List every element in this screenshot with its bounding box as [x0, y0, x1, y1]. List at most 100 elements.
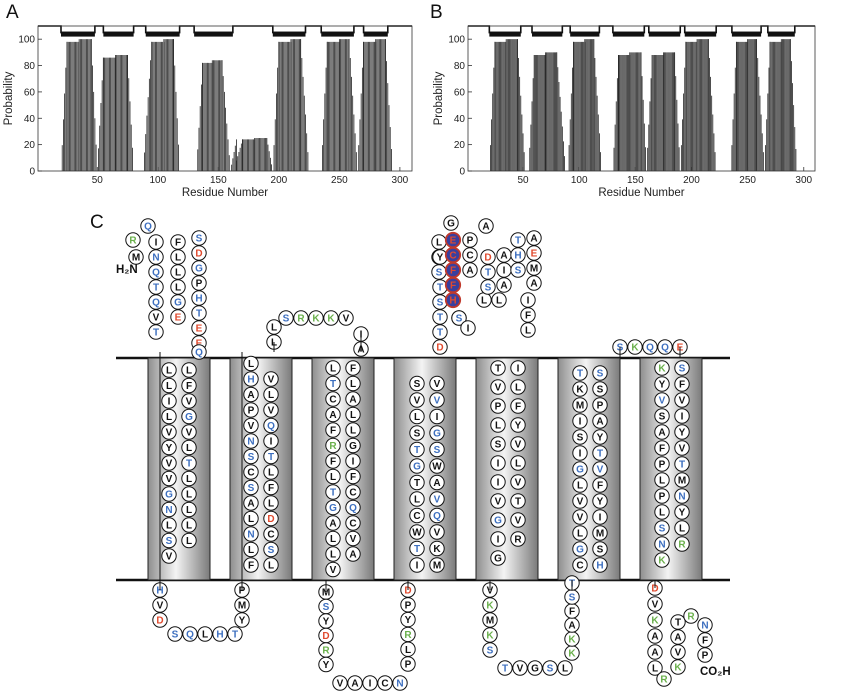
- residue-circle: [243, 526, 259, 542]
- residue: A: [670, 629, 686, 645]
- residue-circle: [181, 393, 197, 409]
- residue: L: [647, 660, 663, 676]
- residue-letter: V: [268, 406, 275, 417]
- residue-letter: D: [484, 253, 491, 264]
- residue-circle: [140, 218, 156, 234]
- residue-circle: [308, 310, 324, 326]
- residue-letter: F: [569, 607, 575, 618]
- residue-letter: P: [196, 279, 203, 290]
- residue: K: [647, 612, 663, 628]
- residue-circle: [674, 408, 690, 424]
- residue: L: [510, 455, 526, 471]
- residue: L: [263, 386, 279, 403]
- residue-circle: [345, 468, 361, 485]
- residue: S: [592, 381, 608, 397]
- residue-letter: K: [651, 616, 659, 627]
- residue-circle: [572, 541, 588, 557]
- helix-cylinder-5: [475, 357, 539, 581]
- residue: V: [647, 596, 663, 612]
- residue-letter: S: [485, 283, 492, 294]
- residue-letter: S: [437, 298, 444, 309]
- residue-letter: S: [456, 314, 463, 325]
- residue: K: [670, 659, 686, 675]
- panel-label-b: B: [430, 2, 443, 23]
- residue-letter: V: [487, 586, 494, 597]
- residue-circle: [409, 540, 425, 557]
- residue-circle: [572, 429, 588, 445]
- residue-letter: T: [414, 445, 420, 456]
- residue: C: [377, 675, 393, 691]
- residue-circle: [325, 406, 341, 423]
- residue-circle: [263, 541, 279, 558]
- residue: Y: [432, 249, 448, 265]
- residue-circle: [325, 360, 341, 376]
- residue: G: [490, 512, 506, 528]
- helix-cylinder-1: [147, 357, 211, 581]
- residue-circle: [429, 458, 445, 474]
- residue-circle: [490, 360, 506, 376]
- residue-letter: T: [268, 452, 274, 463]
- residue-circle: [243, 448, 259, 465]
- residue-letter: Y: [679, 508, 686, 519]
- residue-letter: F: [350, 472, 356, 483]
- residue-circle: [654, 504, 670, 520]
- residue-letter: V: [330, 565, 337, 576]
- residue-circle: [332, 675, 348, 691]
- residue-circle: [263, 557, 279, 573]
- residue-circle: [497, 660, 513, 676]
- residue: F: [345, 360, 361, 376]
- residue: R: [318, 642, 334, 658]
- residue: L: [266, 319, 282, 335]
- residue-circle: [278, 310, 294, 326]
- residue: L: [181, 439, 197, 456]
- residue-letter: L: [268, 468, 274, 479]
- y-tick-label: 100: [18, 35, 35, 46]
- residue-circle: [125, 232, 141, 248]
- residue: T: [148, 279, 164, 295]
- c-terminus-label: CO₂H: [700, 666, 731, 678]
- residue: V: [263, 402, 279, 418]
- residue: Y: [592, 493, 608, 509]
- residue-letter: I: [416, 561, 419, 572]
- residue: M: [526, 260, 542, 276]
- residue-letter: K: [327, 314, 335, 325]
- residue-circle: [243, 464, 259, 480]
- residue: C: [345, 515, 361, 531]
- residue-letter: S: [323, 602, 330, 613]
- residue-circle: [592, 525, 608, 541]
- residue-letter: D: [195, 249, 202, 260]
- y-tick-label: 20: [24, 140, 36, 151]
- residue-circle: [409, 557, 425, 573]
- residue-circle: [227, 626, 243, 642]
- residue-circle: [325, 422, 341, 438]
- residue: I: [263, 433, 279, 449]
- residue: S: [564, 589, 580, 605]
- residue-letter: A: [349, 550, 356, 561]
- residue-letter: S: [166, 536, 173, 547]
- residue-circle: [432, 339, 448, 355]
- residue-letter: L: [436, 238, 442, 249]
- residue-letter: K: [658, 364, 666, 375]
- residue-letter: T: [414, 544, 420, 555]
- residue-circle: [490, 531, 506, 547]
- residue: P: [592, 397, 608, 413]
- residue: L: [654, 472, 670, 488]
- loop-connectors: [159, 334, 681, 592]
- residue: K: [564, 645, 580, 661]
- residue-letter: P: [495, 402, 502, 413]
- residue-letter: F: [330, 457, 336, 468]
- residue: I: [460, 320, 476, 336]
- residue-letter: L: [659, 476, 665, 487]
- residue: L: [170, 279, 186, 295]
- residue-circle: [263, 448, 279, 465]
- residue: K: [654, 552, 670, 568]
- residue: E: [191, 320, 207, 336]
- residue-letter: L: [350, 426, 356, 437]
- residue-letter: R: [322, 646, 330, 657]
- residue: M: [674, 472, 690, 488]
- residue: P: [490, 398, 506, 414]
- residue: L: [181, 517, 197, 533]
- residue-letter: I: [579, 449, 582, 460]
- residue-letter: T: [414, 478, 420, 489]
- residue-circle: [697, 632, 713, 648]
